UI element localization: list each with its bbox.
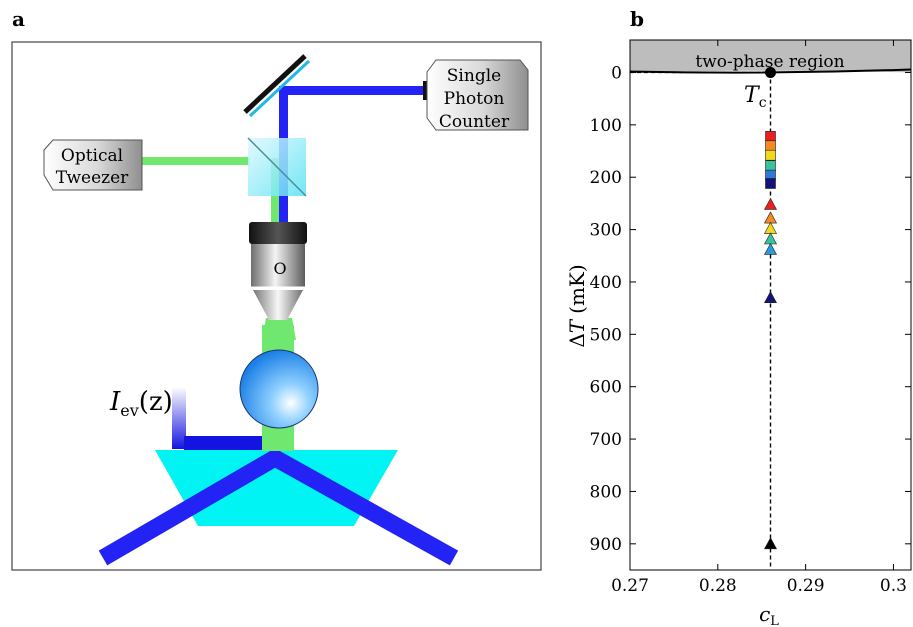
y-tick-label: 300 (590, 221, 622, 241)
y-tick-label: 100 (590, 116, 622, 136)
y-tick-label: 800 (590, 482, 622, 502)
y-axis-label: ΔT(mK) (565, 264, 589, 347)
panel-b-letter: b (630, 7, 644, 31)
mirror (243, 54, 307, 114)
region-label: two-phase region (695, 52, 844, 72)
y-tick-label: 200 (590, 168, 622, 188)
optical-tweezer-label-1: Optical (61, 146, 123, 166)
optical-tweezer-box (43, 139, 143, 191)
critical-point-marker (765, 66, 776, 78)
mirror-coating (248, 59, 311, 118)
trapped-bead (239, 349, 319, 429)
spc-label-2: Photon (444, 89, 505, 109)
spc-label-3: Counter (439, 112, 510, 132)
evanescent-beam (98, 448, 459, 566)
objective-collar (249, 222, 307, 244)
detection-beam-horizontal (279, 86, 429, 95)
optical-tweezer-label-2: Tweezer (56, 168, 129, 188)
x-tick-label: 0.28 (699, 576, 737, 596)
green-beam-cone (262, 318, 296, 340)
single-photon-counter-box (426, 59, 529, 131)
x-axis-label: cL (759, 602, 779, 627)
square-marker (765, 160, 776, 171)
tc-label: Tc (744, 83, 767, 111)
spc-connector (423, 81, 429, 100)
iev-label: Iev(z) (109, 387, 173, 420)
y-tick-label: 600 (590, 378, 622, 398)
x-tick-label: 0.3 (880, 576, 907, 596)
beam-splitter-diagonal (247, 137, 307, 197)
triangle-marker (763, 291, 778, 303)
phase-diagram-chart: 0 100 200 300 400 500 600 700 800 900 0.27 0.28 0.29… (590, 39, 912, 596)
objective-body (251, 244, 305, 288)
square-marker (765, 149, 776, 161)
tweezer-beam-horizontal (142, 157, 250, 165)
x-tick-label: 0.29 (787, 576, 825, 596)
square-marker (765, 131, 776, 142)
y-tick-label: 900 (590, 535, 622, 555)
triangle-marker (763, 242, 778, 255)
x-tick-label: 0.27 (611, 576, 649, 596)
y-tick-label: 700 (590, 430, 622, 450)
prism (155, 450, 398, 526)
spc-label-1: Single (447, 66, 501, 86)
triangle-marker (763, 221, 778, 234)
iev-gradient-connector (184, 436, 262, 450)
triangle-marker (763, 537, 778, 550)
triangle-marker (763, 211, 778, 224)
panel-a-letter: a (12, 7, 25, 31)
y-tick-label: 500 (590, 325, 622, 345)
y-tick-label: 0 (611, 63, 622, 83)
y-tick-label: 400 (590, 273, 622, 293)
iev-gradient-bar (172, 387, 186, 449)
objective-label: O (273, 259, 286, 278)
square-marker (765, 178, 776, 189)
triangle-marker (763, 232, 778, 245)
two-phase-region (630, 40, 911, 73)
objective-tip (253, 290, 303, 320)
triangle-marker (763, 197, 778, 210)
square-marker (765, 140, 776, 152)
